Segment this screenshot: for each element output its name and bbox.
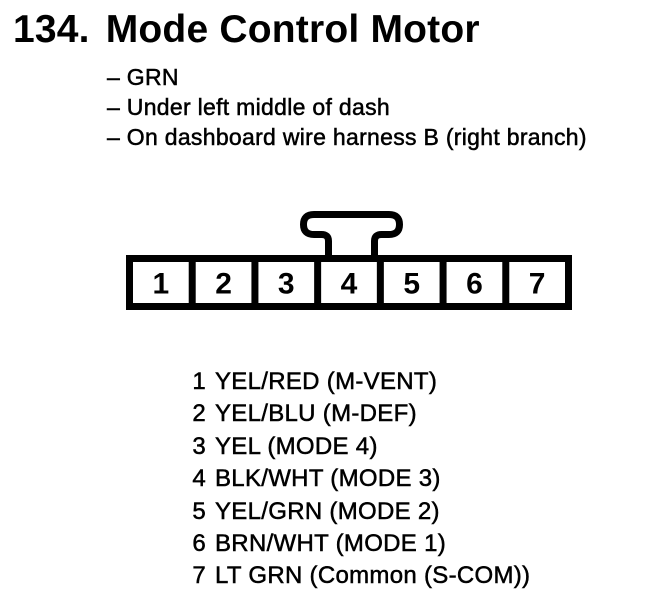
connector-cavity-7 xyxy=(509,262,565,303)
pin-row: 2 YEL/BLU (M-DEF) xyxy=(170,398,530,430)
section-title: Mode Control Motor xyxy=(105,8,480,51)
connector-diagram: 1 2 3 4 5 6 7 xyxy=(126,211,572,310)
pin-label: YEL/RED (M-VENT) xyxy=(215,368,438,396)
pin-row: 7 LT GRN (Common (S-COM)) xyxy=(170,560,530,592)
note-color: – GRN xyxy=(107,64,179,91)
pin-label: BRN/WHT (MODE 1) xyxy=(215,530,447,558)
connector-cavity-number: 1 xyxy=(153,268,170,301)
pin-row: 5 YEL/GRN (MODE 2) xyxy=(170,496,530,528)
pin-label: LT GRN (Common (S-COM)) xyxy=(215,562,531,590)
pin-row: 1 YEL/RED (M-VENT) xyxy=(170,366,530,398)
connector-lock-tab xyxy=(299,211,404,258)
pin-label: BLK/WHT (MODE 3) xyxy=(215,465,441,493)
pin-number: 3 xyxy=(192,432,206,461)
connector-cavity-2 xyxy=(195,262,252,303)
note-harness: – On dashboard wire harness B (right bra… xyxy=(107,124,587,151)
section-number: 134. xyxy=(13,8,90,51)
pin-number: 1 xyxy=(192,368,206,396)
section-heading: 134. Mode Control Motor xyxy=(13,8,480,52)
pin-number: 4 xyxy=(192,465,206,493)
pin-number: 6 xyxy=(192,530,206,558)
connector-cavity-3 xyxy=(258,262,315,303)
connector-cavity-1 xyxy=(133,262,189,303)
notes-list: – GRN – Under left middle of dash – On d… xyxy=(107,62,587,152)
connector-cavity-number: 5 xyxy=(403,268,420,301)
pin-list: 1 YEL/RED (M-VENT) 2 YEL/BLU (M-DEF) 3 Y… xyxy=(170,366,530,593)
pin-number: 5 xyxy=(192,497,206,525)
connector-cavity-number: 3 xyxy=(278,268,295,301)
connector-cavity-number: 7 xyxy=(529,268,546,301)
connector-cavity-number: 4 xyxy=(341,268,358,301)
pin-number: 7 xyxy=(192,562,206,590)
pin-row: 3 YEL (MODE 4) xyxy=(170,431,530,463)
connector-cavity-number: 6 xyxy=(466,268,483,301)
pin-label: YEL/GRN (MODE 2) xyxy=(215,497,440,525)
connector-cavity-number: 2 xyxy=(215,268,232,301)
pin-number: 2 xyxy=(192,400,206,428)
pin-row: 4 BLK/WHT (MODE 3) xyxy=(170,463,530,495)
pin-row: 6 BRN/WHT (MODE 1) xyxy=(170,528,530,560)
connector-cavity-6 xyxy=(446,262,503,303)
connector-cavity-5 xyxy=(383,262,440,303)
note-location: – Under left middle of dash xyxy=(107,94,390,121)
connector-cavity-4 xyxy=(321,262,377,303)
pin-label: YEL (MODE 4) xyxy=(215,432,378,461)
pin-label: YEL/BLU (M-DEF) xyxy=(215,400,417,428)
